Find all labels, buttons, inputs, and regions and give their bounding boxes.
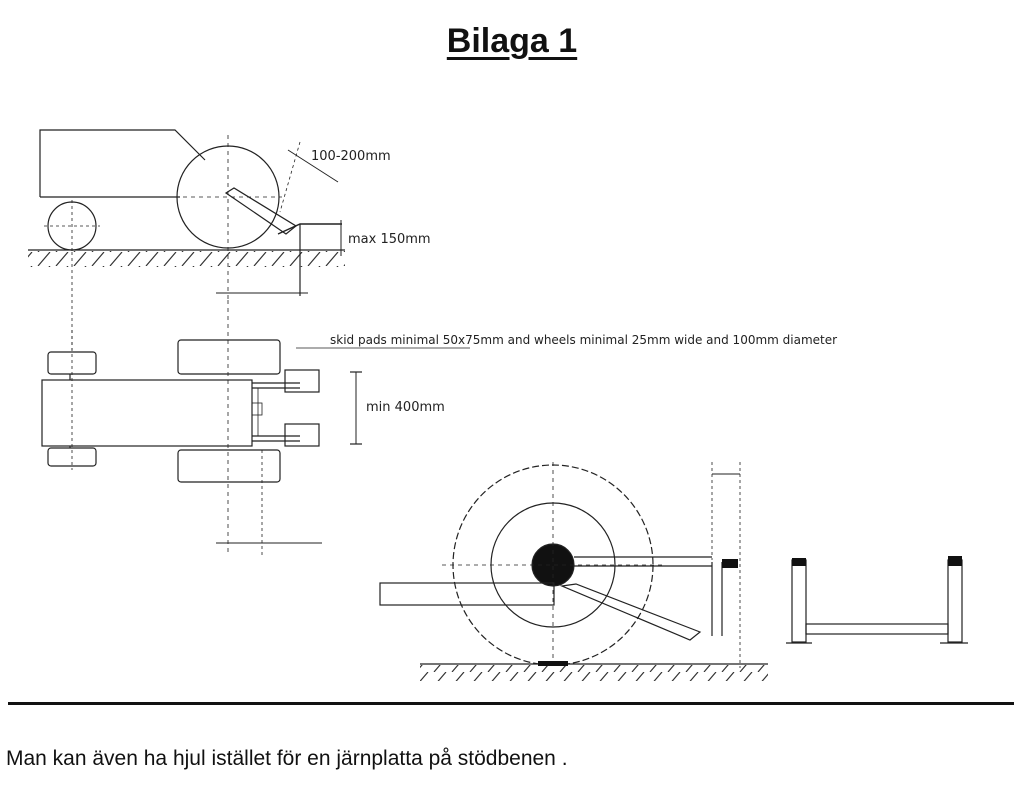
- label-offset-dimension: 100-200mm: [311, 149, 391, 164]
- label-skid-pads: skid pads minimal 50x75mm and wheels min…: [330, 333, 837, 347]
- skid-pad-top: [284, 369, 320, 393]
- rear-wheel-top: [177, 339, 281, 375]
- mower-body: [39, 129, 206, 197]
- label-height-dimension: max 150mm: [348, 232, 431, 247]
- detail-ground-hatch: [420, 665, 768, 681]
- chassis: [41, 379, 253, 447]
- divider-line: [8, 702, 1014, 705]
- detail-frame: [379, 582, 555, 606]
- technical-drawing: 100-200mm max 150mm skid pads m: [28, 129, 968, 681]
- support-leg: [224, 187, 298, 235]
- footer-note: Man kan även ha hjul istället för en jär…: [6, 747, 568, 770]
- front-wheel-bottom: [47, 447, 97, 467]
- detail-support-leg: [559, 583, 702, 641]
- detail-view: [379, 462, 768, 681]
- ground-hatch: [28, 251, 345, 267]
- skid-pad-bottom: [284, 423, 320, 447]
- rear-wheel-bottom: [177, 449, 281, 483]
- top-view: [41, 300, 470, 556]
- side-view: [28, 129, 345, 350]
- page-title: Bilaga 1: [446, 22, 578, 60]
- stand-front-view: [786, 556, 968, 644]
- label-min-width: min 400mm: [366, 400, 445, 415]
